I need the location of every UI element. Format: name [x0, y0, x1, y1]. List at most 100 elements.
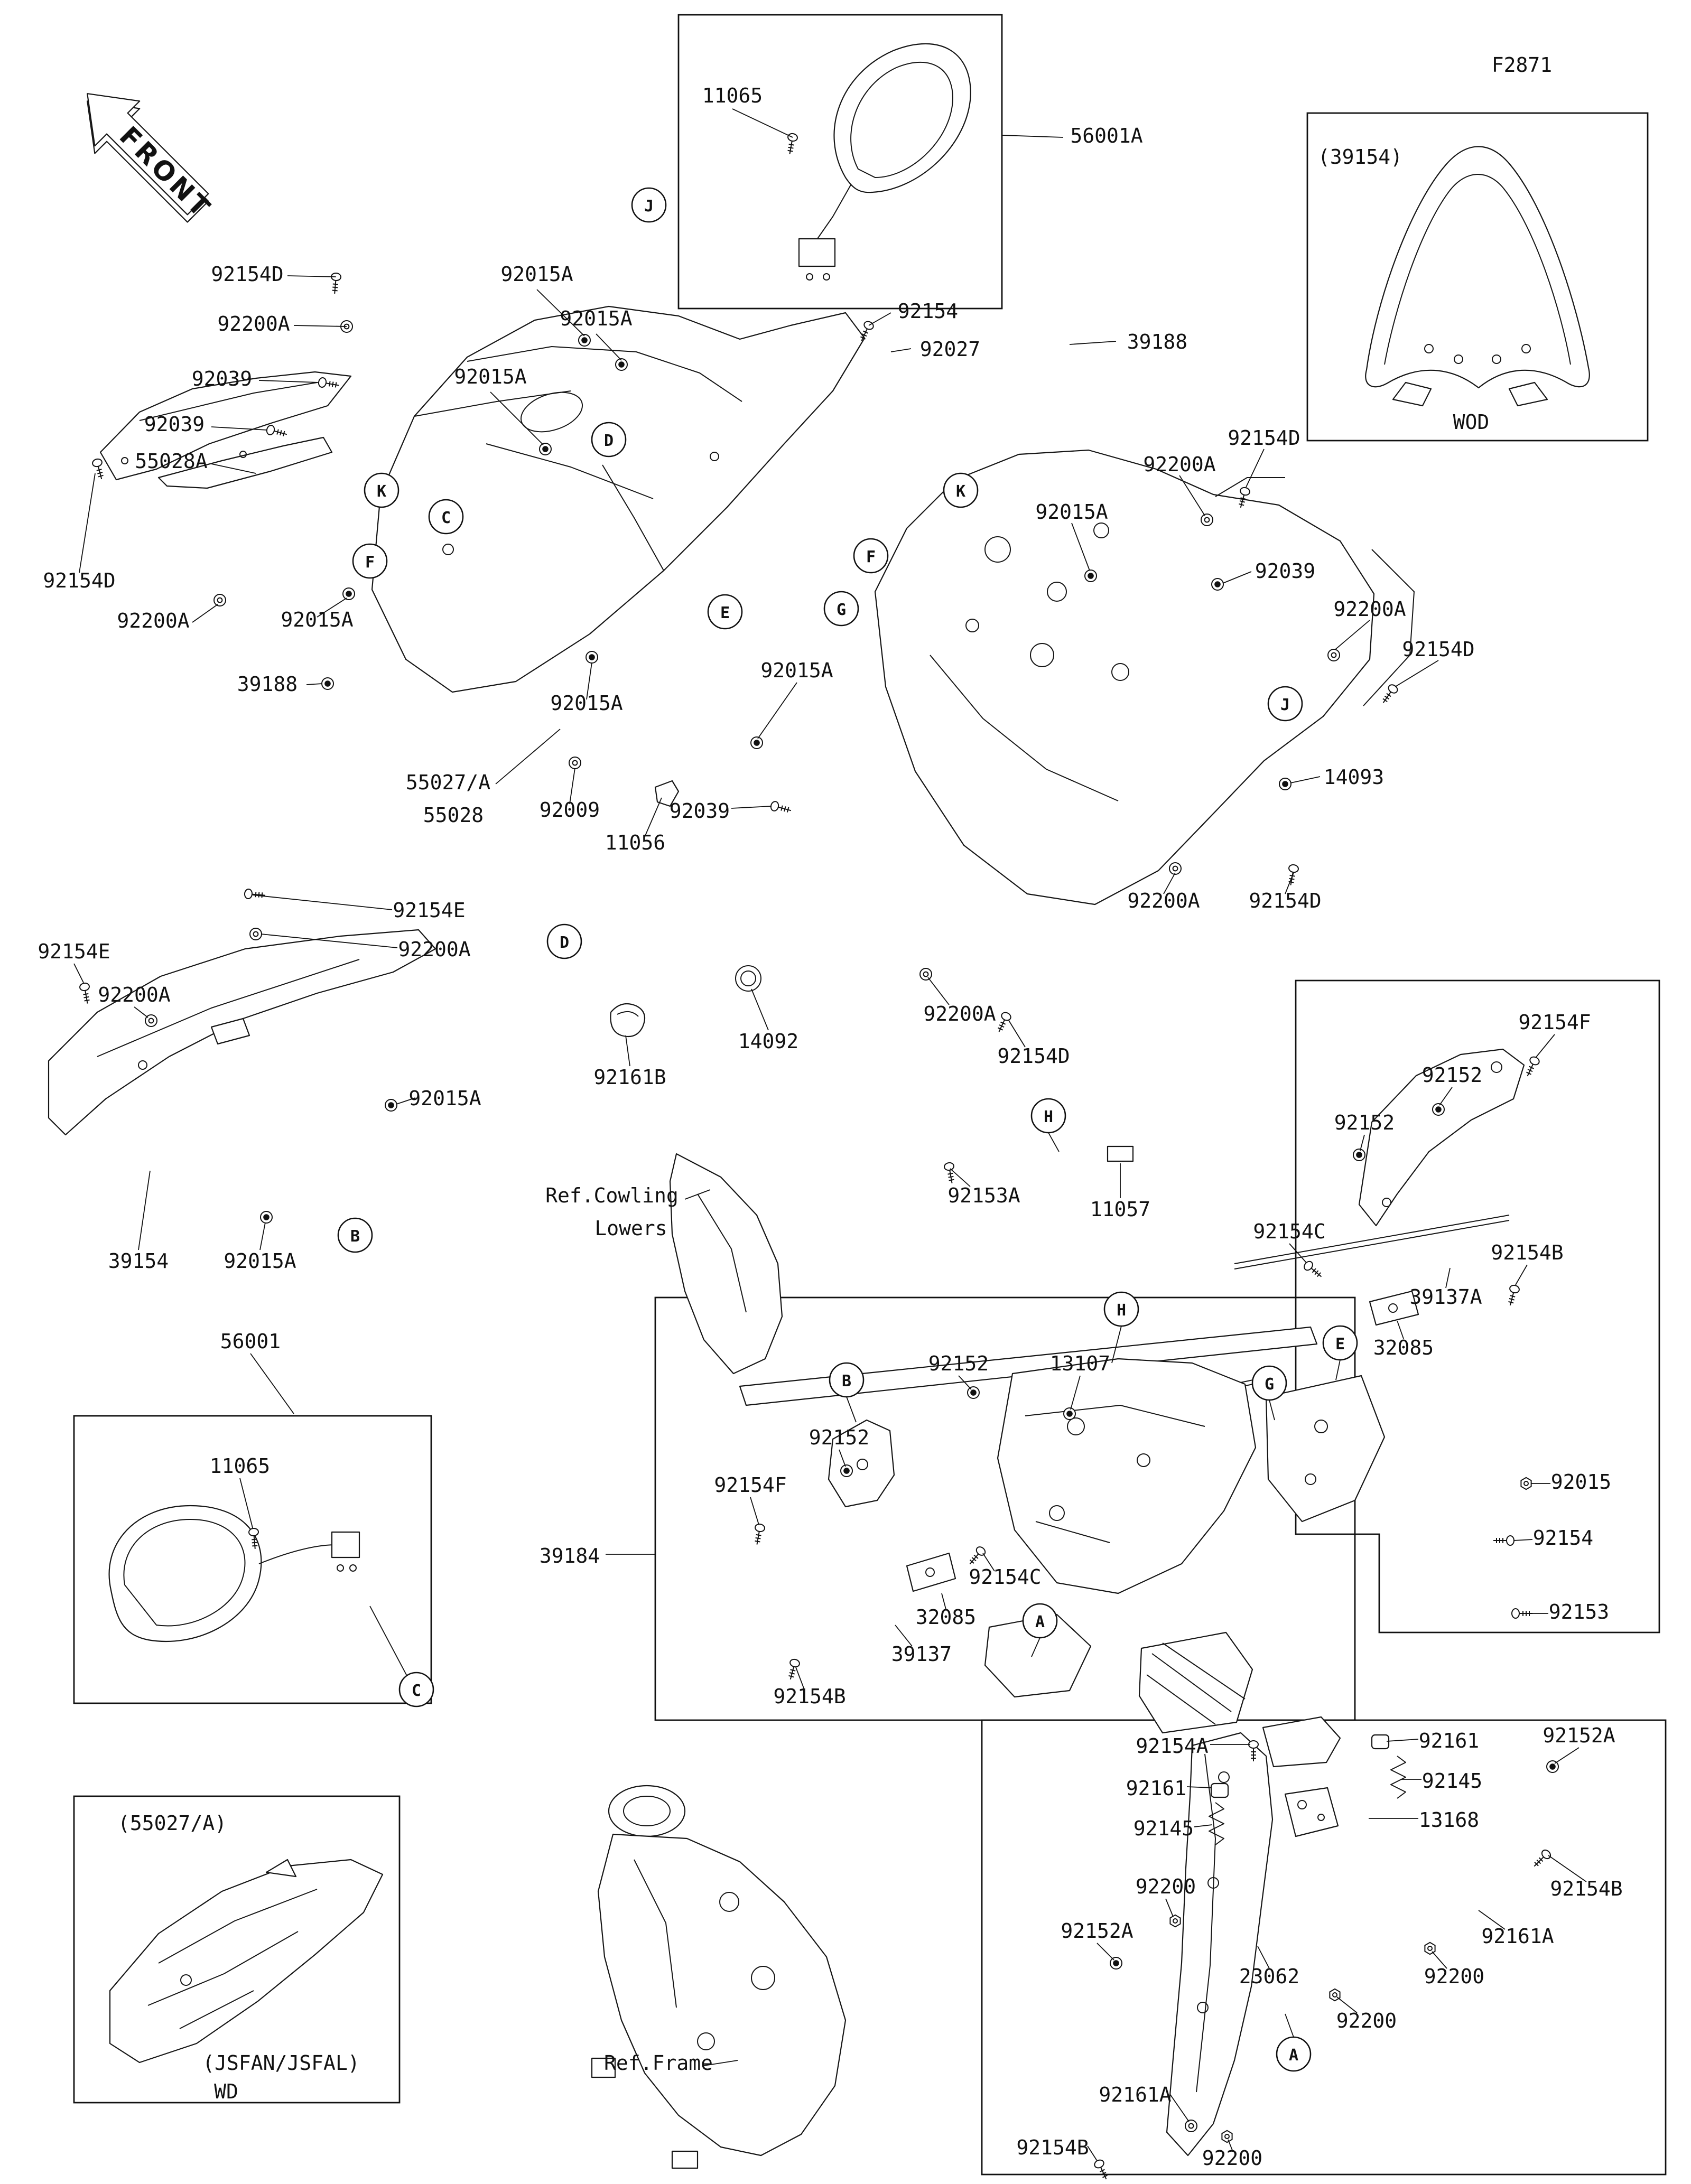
part-label: 92161B — [593, 1066, 666, 1089]
part-label: 92154F — [1518, 1011, 1591, 1034]
bottom-bracket-sketch — [1166, 1716, 1406, 2157]
screw-glyph — [1092, 2158, 1111, 2182]
ref-cowling-line1: Ref.Cowling — [545, 1184, 679, 1207]
part-labels: 11065 56001A 92154 92027 39188 92154D 92… — [38, 84, 1622, 2170]
callout-markers: J D K C F E G F K J D H B C B H G E A A — [337, 187, 1358, 2072]
damper-92161B-sketch — [610, 1003, 646, 1038]
part-label: 92154D — [997, 1044, 1070, 1068]
part-label: 92015A — [550, 692, 622, 715]
part-label: 39188 — [237, 673, 298, 696]
washer-glyph — [569, 757, 581, 769]
grommet-glyph — [321, 677, 334, 690]
screw-glyph — [78, 982, 93, 1005]
part-label: 92015A — [500, 263, 573, 286]
part-label: 92152A — [1061, 1919, 1133, 1943]
part-label: 11065 — [210, 1454, 270, 1478]
part-label: 92154D — [1402, 638, 1474, 661]
grommet-glyph — [586, 651, 598, 664]
grommet-glyph — [1279, 778, 1292, 790]
screw-glyph — [244, 888, 266, 901]
part-label: 11057 — [1090, 1198, 1150, 1221]
part-label: 92200 — [1202, 2146, 1262, 2170]
front-arrow: FRONT — [87, 93, 218, 225]
part-label: 13107 — [1050, 1352, 1110, 1375]
grommet-glyph — [1063, 1407, 1076, 1420]
inset-box-stay-right — [1295, 979, 1660, 1634]
cowling-lowers-sketch — [669, 1153, 783, 1375]
part-label: 92153A — [947, 1184, 1020, 1207]
part-label: 23062 — [1239, 1965, 1299, 1988]
part-label: 92039 — [144, 413, 205, 436]
inset-box-windshield — [1306, 112, 1649, 442]
screw-glyph — [1505, 1283, 1521, 1308]
figure-code: F2871 — [1492, 53, 1552, 77]
part-label: 92154 — [1533, 1526, 1593, 1550]
part-label: 92200A — [98, 983, 170, 1006]
nut-glyph — [1520, 1477, 1532, 1490]
callout-letter: D — [604, 432, 614, 450]
part-label: 55027/A — [406, 771, 490, 794]
part-label: 92015A — [454, 365, 526, 388]
callout-letter: B — [842, 1372, 851, 1390]
nut-glyph — [1329, 1988, 1341, 2002]
part-label: 92200 — [1336, 2009, 1397, 2032]
part-label: 92152 — [809, 1426, 869, 1449]
callout-letter: G — [1265, 1375, 1274, 1394]
part-label: 92154F — [714, 1473, 786, 1497]
callout-H: H — [1030, 1098, 1066, 1134]
callout-letter: H — [1117, 1301, 1126, 1320]
part-label: 55028A — [135, 450, 207, 473]
part-label: 92161 — [1126, 1777, 1186, 1800]
washer-glyph — [213, 594, 226, 606]
part-label: 92154C — [969, 1565, 1041, 1589]
part-label: 92145 — [1133, 1817, 1194, 1840]
nut-glyph — [1169, 1914, 1181, 1928]
washer-glyph — [249, 928, 262, 940]
part-label: 92154D — [211, 263, 283, 286]
part-label: 92015A — [224, 1249, 296, 1273]
callout-letter: A — [1289, 2046, 1298, 2065]
grommet-glyph — [260, 1211, 273, 1224]
part-label: 92154 — [898, 300, 958, 323]
screw-glyph — [965, 1544, 988, 1568]
grommet-glyph — [1353, 1149, 1365, 1161]
callout-B2: B — [829, 1362, 865, 1398]
part-label: 92152 — [1334, 1111, 1395, 1134]
inset-box-mirror-top — [677, 14, 1003, 310]
part-label: 56001A — [1070, 124, 1142, 147]
part-label: 92200A — [1333, 598, 1406, 621]
callout-letter: A — [1035, 1613, 1045, 1631]
part-label: 92154A — [1136, 1734, 1208, 1758]
part-label: 92200A — [117, 609, 189, 632]
part-label: 11065 — [702, 84, 763, 107]
grommet-glyph — [385, 1099, 397, 1112]
windshield-inset-caption: (39154) — [1318, 145, 1402, 169]
callout-F2: F — [853, 538, 889, 574]
part-label: 92039 — [670, 799, 730, 823]
grommet-glyph — [615, 358, 628, 371]
part-label: 14093 — [1324, 766, 1384, 789]
part-label: 92015A — [408, 1087, 481, 1110]
callout-letter: K — [377, 482, 386, 501]
grommet-glyph — [967, 1386, 980, 1399]
callout-letter: G — [837, 601, 846, 619]
screw-glyph — [265, 424, 289, 440]
callout-letter: D — [560, 934, 569, 952]
left-winglet-sketch — [48, 929, 436, 1136]
part-label: 92200A — [1143, 453, 1215, 476]
screw-glyph — [1522, 1054, 1541, 1079]
grommet-glyph — [840, 1464, 853, 1477]
part-label: 39154 — [108, 1249, 169, 1273]
part-label: 92161A — [1481, 1925, 1554, 1948]
screw-glyph — [994, 1010, 1013, 1034]
part-label: 92200A — [398, 938, 470, 961]
part-label: 39137A — [1409, 1285, 1482, 1309]
meter-cover-sketch — [99, 371, 352, 489]
windshield-sketch — [1365, 146, 1590, 407]
cowl-inset-variant: WD — [214, 2080, 238, 2103]
callout-C: C — [428, 499, 464, 535]
callout-E: E — [707, 594, 743, 630]
screw-glyph — [769, 800, 793, 816]
part-label: 14092 — [738, 1030, 798, 1053]
